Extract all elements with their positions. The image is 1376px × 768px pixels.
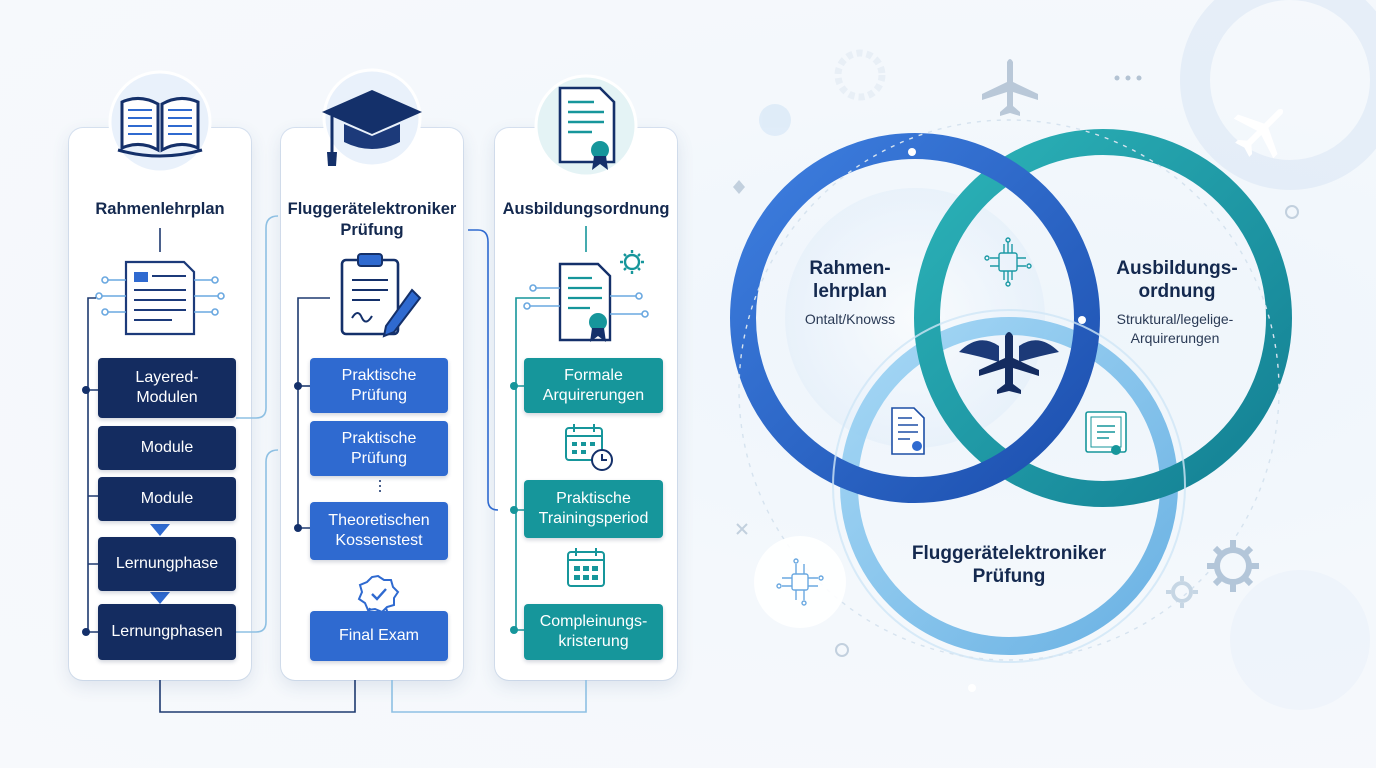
document-badge-icon <box>891 407 925 455</box>
list-item-praktische-trainingsperiod: Praktische Trainingsperiod <box>524 480 663 538</box>
list-item-compleinungs-kristerung: Compleinungs- kristerung <box>524 604 663 660</box>
gear-icon-small <box>1166 576 1198 608</box>
venn-label-rahmenlehrplan: Rahmen- lehrplan <box>809 258 891 302</box>
list-item-praktische-pruefung-2: Praktische Prüfung <box>310 421 448 476</box>
airplane-icon <box>982 59 1038 116</box>
circuit-chip-icon <box>984 237 1032 287</box>
winged-airplane-shield-icon <box>959 332 1059 394</box>
venn-sub-ausbildungsordnung: Struktural/legelige- Arquirerungen <box>1116 311 1234 346</box>
airplane-icon-white <box>1233 108 1284 159</box>
list-item-lernungphasen: Lernungphasen <box>98 604 236 660</box>
venn-label-pruefung: Fluggerätelektroniker Prüfung <box>911 543 1107 587</box>
background-decor <box>759 0 1376 710</box>
venn-ring-pruefung <box>840 317 1178 655</box>
venn-sub-rahmenlehrplan: Ontalt/Knowss <box>804 311 896 327</box>
list-item-layered-modulen: Layered- Modulen <box>98 358 236 418</box>
column-title-pruefung: Fluggerätelektroniker Prüfung <box>287 200 457 239</box>
circuit-chip-bubble-icon <box>754 536 846 628</box>
venn-diagram <box>730 119 1292 692</box>
certificate-icon-ring <box>1085 411 1127 455</box>
list-item-module-1: Module <box>98 426 236 470</box>
gear-icon <box>1207 540 1259 592</box>
list-item-lernungphase: Lernungphase <box>98 537 236 591</box>
column-title-rahmenlehrplan: Rahmenlehrplan <box>95 200 225 218</box>
list-item-formale-arquirerungen: Formale Arquirerungen <box>524 358 663 413</box>
list-item-module-2: Module <box>98 477 236 521</box>
list-item-praktische-pruefung-1: Praktische Prüfung <box>310 358 448 413</box>
column-title-ausbildungsordnung: Ausbildungsordnung <box>502 200 670 218</box>
venn-label-ausbildungsordnung: Ausbildungs- ordnung <box>1116 258 1238 302</box>
list-item-final-exam: Final Exam <box>310 611 448 661</box>
list-item-theoretischen-kossenstest: Theoretischen Kossenstest <box>310 502 448 560</box>
